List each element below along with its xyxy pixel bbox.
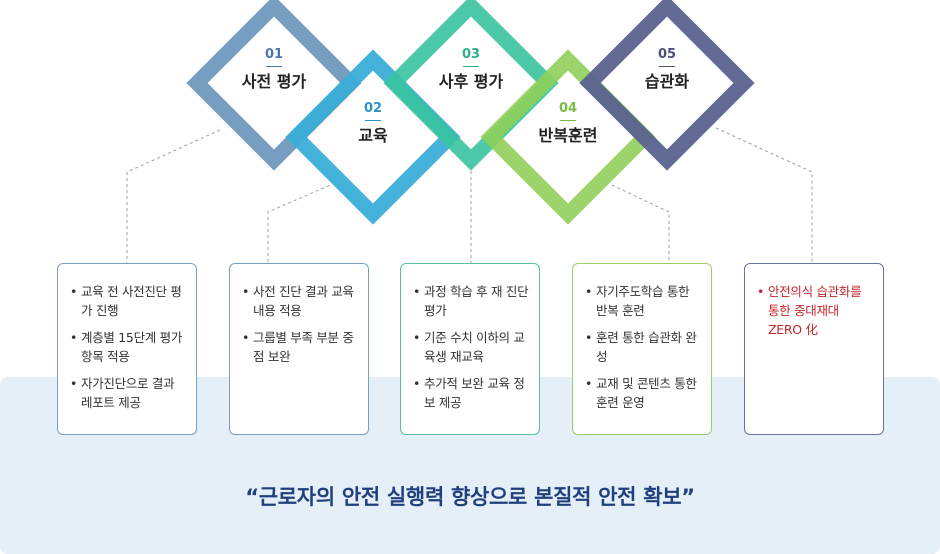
- step-01: 01 사전 평가: [214, 47, 334, 92]
- step-number: 04: [558, 101, 578, 116]
- step-02: 02 교육: [313, 101, 433, 146]
- card-item: 교육 전 사전진단 평가 진행: [70, 282, 188, 320]
- card-item: 자기주도학습 통한 반복 훈련: [585, 282, 703, 320]
- step-label: 사후 평가: [438, 72, 504, 91]
- step-03: 03 사후 평가: [411, 47, 531, 92]
- connector-4: [611, 184, 670, 263]
- card-item: 과정 학습 후 재 진단 평가: [413, 282, 531, 320]
- card-item: 기준 수치 이하의 교육생 재교육: [413, 328, 531, 366]
- card-item: 자가진단으로 결과 레포트 제공: [70, 374, 188, 412]
- step-label: 습관화: [644, 72, 690, 91]
- step-label: 반복훈련: [538, 126, 598, 145]
- connector-1: [126, 129, 221, 263]
- step-05: 05 습관화: [607, 47, 727, 92]
- connector-2: [267, 182, 336, 263]
- step-number: 03: [461, 47, 481, 62]
- connector-5: [715, 127, 813, 263]
- diamond-step-01: [186, 0, 362, 171]
- card-item: 교재 및 콘텐츠 통한 훈련 운영: [585, 374, 703, 412]
- card-step-01: 교육 전 사전진단 평가 진행 계층별 15단계 평가항목 적용 자가진단으로 …: [57, 263, 197, 435]
- slogan: “근로자의 안전 실행력 향상으로 본질적 안전 확보”: [245, 485, 695, 509]
- card-step-02: 사전 진단 결과 교육내용 적용 그룹별 부족 부분 중점 보완: [229, 263, 369, 435]
- card-item: 그룹별 부족 부분 중점 보완: [242, 328, 360, 366]
- card-item: 추가적 보완 교육 정보 제공: [413, 374, 531, 412]
- card-item: 사전 진단 결과 교육내용 적용: [242, 282, 360, 320]
- diamond-step-03: [383, 0, 559, 171]
- step-number: 01: [264, 47, 284, 62]
- card-step-05: 안전의식 습관화를 통한 중대재대 ZERO 化: [744, 263, 884, 435]
- card-item: 계층별 15단계 평가항목 적용: [70, 328, 188, 366]
- card-step-03: 과정 학습 후 재 진단 평가 기준 수치 이하의 교육생 재교육 추가적 보완…: [400, 263, 540, 435]
- step-label: 사전 평가: [241, 72, 307, 91]
- card-step-04: 자기주도학습 통한 반복 훈련 훈련 통한 습관화 완성 교재 및 콘텐츠 통한…: [572, 263, 712, 435]
- diamond-step-05: [579, 0, 755, 171]
- step-number: 02: [363, 101, 383, 116]
- card-item: 훈련 통한 습관화 완성: [585, 328, 703, 366]
- step-label: 교육: [358, 126, 388, 145]
- card-item: 안전의식 습관화를 통한 중대재대 ZERO 化: [757, 282, 875, 339]
- step-number: 05: [657, 47, 677, 62]
- step-04: 04 반복훈련: [508, 101, 628, 146]
